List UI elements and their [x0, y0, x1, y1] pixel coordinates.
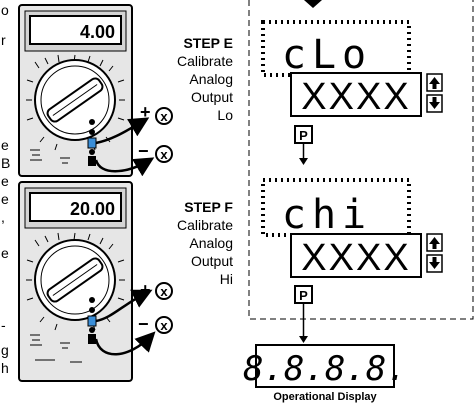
svg-text:x: x — [160, 109, 168, 124]
operational-display-digits: 8.8.8.8. — [243, 349, 407, 389]
probe-plug-minus — [88, 334, 96, 344]
svg-text:Output: Output — [191, 89, 233, 105]
lo-parameter-block: cLo XXXX — [261, 20, 422, 118]
meter-reading: 4.00 — [80, 22, 115, 42]
minus-label: − — [138, 314, 149, 334]
meter-lcd — [29, 15, 122, 45]
probe-lead-minus — [94, 331, 156, 356]
margin-fragment: , — [1, 209, 5, 225]
svg-text:x: x — [160, 284, 168, 299]
margin-fragment: r — [1, 32, 6, 48]
svg-text:x: x — [160, 318, 168, 333]
probe-plug-plus — [87, 315, 97, 327]
multimeter-step-f: 20.00 — [18, 181, 133, 382]
probe-lead-plus — [95, 117, 150, 145]
margin-fragment: B — [1, 155, 10, 171]
programming-mode-boundary — [248, 0, 474, 320]
margin-fragment: g — [1, 342, 9, 358]
svg-text:Lo: Lo — [217, 107, 233, 123]
svg-text:Calibrate: Calibrate — [177, 53, 233, 69]
svg-text:P: P — [299, 288, 308, 303]
down-arrow-icon — [429, 97, 440, 109]
svg-text:Calibrate: Calibrate — [177, 217, 233, 233]
dial-knob — [46, 257, 104, 303]
probe-x-plus — [155, 282, 173, 300]
minus-label: − — [138, 141, 149, 161]
probe-x-minus — [155, 145, 173, 163]
margin-fragment: o — [1, 2, 9, 18]
value-display — [290, 72, 422, 117]
svg-text:Hi: Hi — [220, 271, 233, 287]
step-e-title: STEP E — [183, 35, 233, 51]
down-flow-arrow-icon — [299, 336, 308, 343]
margin-fragment: e — [1, 137, 9, 153]
operational-display-caption: Operational Display — [273, 391, 377, 403]
svg-text:Analog: Analog — [189, 71, 233, 87]
margin-fragment: e — [1, 173, 9, 189]
down-flow-arrow-icon — [299, 158, 308, 165]
up-arrow-icon — [429, 77, 440, 89]
svg-text:Analog: Analog — [189, 235, 233, 251]
probe-lead-minus — [94, 157, 155, 177]
margin-fragment: - — [1, 317, 6, 333]
svg-text:x: x — [160, 147, 168, 162]
flashing-border — [261, 178, 411, 237]
lo-code-display: cLo — [282, 32, 372, 78]
hi-code-display: chi — [282, 192, 372, 238]
probe-x-minus — [155, 316, 173, 334]
margin-fragment: e — [1, 191, 9, 207]
value-display — [290, 233, 422, 278]
step-f-title: STEP F — [184, 199, 233, 215]
probe-plug-minus — [88, 156, 96, 166]
multimeter-step-e: 4.00 — [18, 4, 133, 177]
step-f-text: STEP F Calibrate Analog Output Hi — [177, 199, 233, 287]
step-e-text: STEP E Calibrate Analog Output Lo — [177, 35, 233, 123]
arrow-keys-hi[interactable] — [426, 233, 443, 273]
margin-fragment: e — [1, 245, 9, 261]
plus-label: + — [140, 102, 151, 122]
down-arrow-icon — [429, 257, 440, 269]
hi-parameter-block: chi XXXX — [261, 178, 422, 279]
value-placeholder: XXXX — [301, 237, 410, 279]
operational-display — [255, 344, 395, 388]
margin-fragment: h — [1, 360, 9, 376]
meter-reading: 20.00 — [70, 199, 115, 219]
svg-text:P: P — [299, 128, 308, 143]
entry-arrow-icon — [304, 0, 322, 8]
probe-plug-plus — [87, 137, 97, 149]
probe-x-plus — [155, 107, 173, 125]
up-arrow-icon — [429, 237, 440, 249]
probe-lead-plus — [95, 289, 153, 323]
plus-label: + — [140, 280, 151, 300]
left-margin-text: o r e B e e , e - g h — [1, 2, 10, 376]
meter-lcd — [29, 192, 122, 222]
svg-text:Output: Output — [191, 253, 233, 269]
arrow-keys-lo[interactable] — [426, 73, 443, 113]
dial-knob — [46, 77, 104, 123]
value-placeholder: XXXX — [301, 76, 410, 118]
